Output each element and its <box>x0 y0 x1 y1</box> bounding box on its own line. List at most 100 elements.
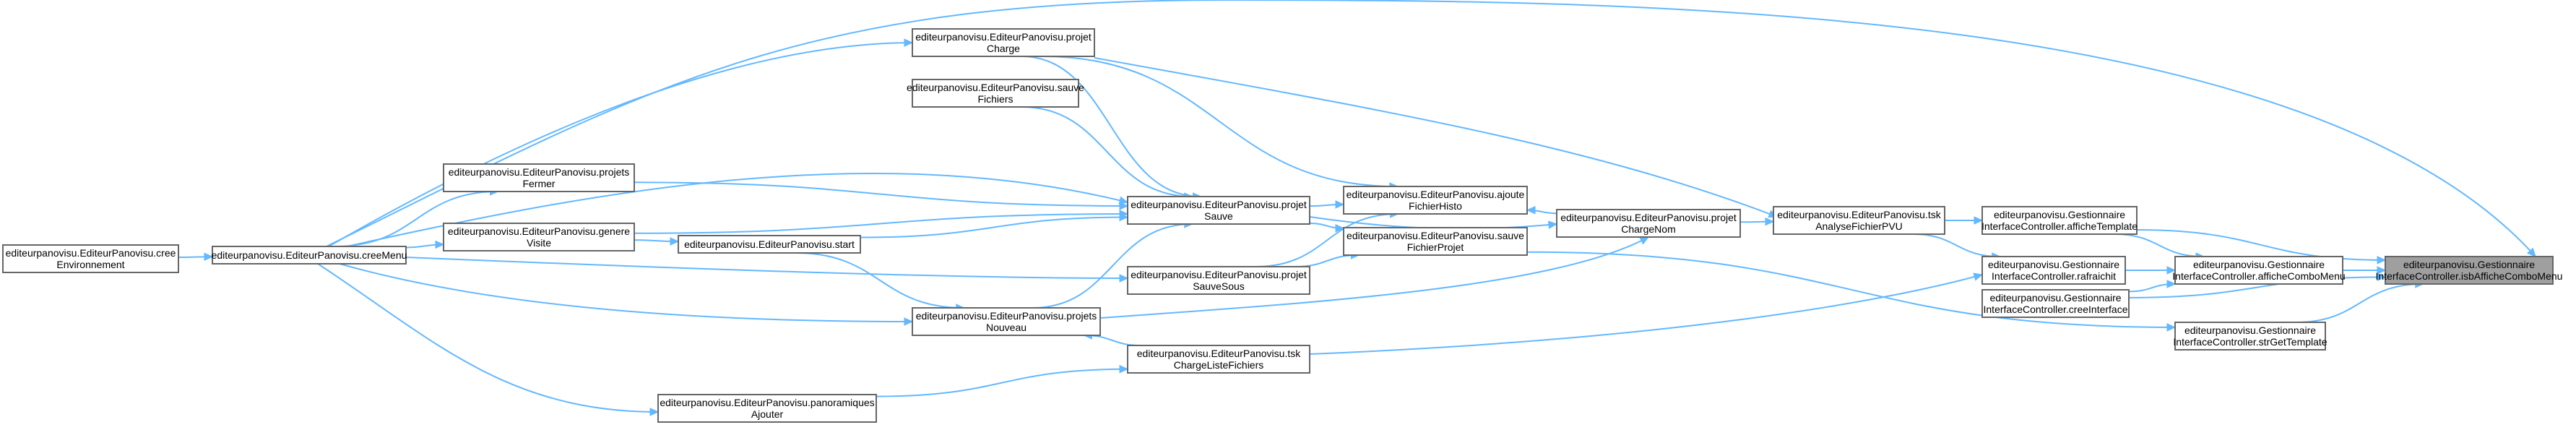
node-genereVisite[interactable]: editeurpanovisu.EditeurPanovisu.genereVi… <box>443 223 635 251</box>
node-label-line: InterfaceController.strGetTemplate <box>2173 336 2327 348</box>
edge-tskChargeListe-to-rafraichit <box>1309 272 1984 355</box>
arrowhead <box>204 252 214 261</box>
node-label-line: AnalyseFichierPVU <box>1815 220 1903 232</box>
node-label-line: editeurpanovisu.EditeurPanovisu.projet <box>1560 212 1737 223</box>
node-label-line: Sauve <box>1204 210 1233 222</box>
node-start[interactable]: editeurpanovisu.EditeurPanovisu.start <box>678 235 861 254</box>
edge-start-to-projetSauve <box>860 212 1129 238</box>
arrowhead <box>649 408 660 416</box>
arrowhead <box>2377 272 2387 282</box>
arrowhead <box>1119 212 1129 222</box>
edge-tskAnalyse-to-afficheTemplate <box>1945 216 1984 225</box>
node-box <box>1981 256 2126 285</box>
node-box <box>2385 256 2554 285</box>
node-sauveFichierProjet[interactable]: editeurpanovisu.EditeurPanovisu.sauveFic… <box>1343 227 1528 256</box>
node-projetSauve[interactable]: editeurpanovisu.EditeurPanovisu.projetSa… <box>1127 196 1310 225</box>
node-label-line: editeurpanovisu.EditeurPanovisu.projet <box>1131 269 1307 280</box>
node-panoramiquesAjouter[interactable]: editeurpanovisu.EditeurPanovisu.panorami… <box>657 394 877 423</box>
node-ajouteFichierHisto[interactable]: editeurpanovisu.EditeurPanovisu.ajouteFi… <box>1343 186 1528 215</box>
node-label-line: Nouveau <box>986 322 1026 333</box>
node-box <box>1127 345 1310 374</box>
node-creeInterface[interactable]: editeurpanovisu.GestionnaireInterfaceCon… <box>1981 289 2130 318</box>
arrowhead <box>1974 216 1984 225</box>
node-creeMenu[interactable]: editeurpanovisu.EditeurPanovisu.creeMenu <box>212 246 407 265</box>
node-projetCharge[interactable]: editeurpanovisu.EditeurPanovisu.projetCh… <box>912 28 1095 57</box>
nodes-layer: editeurpanovisu.GestionnaireInterfaceCon… <box>2 28 2563 423</box>
node-afficheComboMenu[interactable]: editeurpanovisu.GestionnaireInterfaceCon… <box>2172 256 2346 285</box>
node-projetsFermer[interactable]: editeurpanovisu.EditeurPanovisu.projetsF… <box>443 163 635 192</box>
node-box <box>678 235 861 254</box>
arrowhead <box>2377 266 2387 275</box>
node-box <box>912 28 1095 57</box>
node-tskAnalyse[interactable]: editeurpanovisu.EditeurPanovisu.tskAnaly… <box>1773 206 1945 235</box>
node-label-line: FichierProjet <box>1407 241 1464 253</box>
node-box <box>1127 266 1310 295</box>
node-box <box>2174 322 2326 351</box>
arrowhead <box>2526 247 2536 257</box>
node-root[interactable]: editeurpanovisu.GestionnaireInterfaceCon… <box>2376 256 2563 285</box>
node-label-line: Visite <box>527 237 551 249</box>
arrowhead <box>1119 364 1129 374</box>
node-label-line: editeurpanovisu.EditeurPanovisu.projets <box>916 310 1097 322</box>
edge-creeMenu-to-projetsNouveau <box>339 263 914 326</box>
arrowhead <box>1548 220 1558 229</box>
node-label-line: Charge <box>987 43 1020 54</box>
arrowhead <box>1119 274 1129 283</box>
edge-rafraichit-to-afficheComboMenu <box>2125 266 2177 275</box>
node-label-line: FichierHisto <box>1409 200 1462 212</box>
node-box <box>912 307 1101 336</box>
node-label-line: editeurpanovisu.Gestionnaire <box>1988 259 2119 270</box>
node-strGetTemplate[interactable]: editeurpanovisu.GestionnaireInterfaceCon… <box>2173 322 2328 351</box>
node-box <box>2174 256 2343 285</box>
edge-creeMenu-to-root <box>326 0 2536 257</box>
edge-genereVisite-to-start <box>634 237 680 246</box>
node-label-line: editeurpanovisu.EditeurPanovisu.cree <box>6 247 176 259</box>
node-box <box>1981 206 2138 235</box>
node-label-line: ChargeListeFichiers <box>1174 359 1264 371</box>
edge-projetChargeNom-to-tskAnalyse <box>1739 217 1775 226</box>
node-projetChargeNom[interactable]: editeurpanovisu.EditeurPanovisu.projetCh… <box>1556 209 1741 238</box>
node-box <box>443 163 635 192</box>
node-projetSauveSous[interactable]: editeurpanovisu.EditeurPanovisu.projetSa… <box>1127 266 1310 295</box>
arrowhead <box>2166 266 2177 275</box>
edge-sauveFichierProjet-to-strGetTemplate <box>1526 251 2177 332</box>
node-label-line: InterfaceController.rafraichit <box>1992 270 2116 282</box>
edge-genereVisite-to-projetSauve <box>634 210 1129 234</box>
edge-strGetTemplate-to-root <box>2296 280 2424 323</box>
node-box <box>912 79 1079 108</box>
node-box <box>1343 186 1528 215</box>
node-afficheTemplate[interactable]: editeurpanovisu.GestionnaireInterfaceCon… <box>1981 206 2138 235</box>
node-label-line: editeurpanovisu.EditeurPanovisu.projet <box>1131 199 1307 210</box>
node-label-line: editeurpanovisu.Gestionnaire <box>1994 209 2125 220</box>
node-tskChargeListe[interactable]: editeurpanovisu.EditeurPanovisu.tskCharg… <box>1127 345 1310 374</box>
arrowhead <box>1526 205 1536 215</box>
edge-projetsFermer-to-projetSauve <box>634 181 1129 210</box>
node-box <box>212 246 407 265</box>
node-label-line: editeurpanovisu.EditeurPanovisu.creeMenu <box>212 249 407 261</box>
node-box <box>657 394 877 423</box>
node-rafraichit[interactable]: editeurpanovisu.GestionnaireInterfaceCon… <box>1981 256 2126 285</box>
edge-start-to-projetsNouveau <box>795 252 965 312</box>
edge-projetCharge-to-projetSauve <box>1021 56 1202 201</box>
node-box <box>1981 289 2130 318</box>
arrowhead <box>2166 280 2177 288</box>
node-box <box>2 244 179 273</box>
node-label-line: editeurpanovisu.Gestionnaire <box>2184 324 2316 336</box>
node-label-line: editeurpanovisu.EditeurPanovisu.projets <box>449 166 630 178</box>
node-box <box>1556 209 1741 238</box>
node-label-line: editeurpanovisu.Gestionnaire <box>2193 259 2325 270</box>
node-projetsNouveau[interactable]: editeurpanovisu.EditeurPanovisu.projetsN… <box>912 307 1101 336</box>
node-label-line: InterfaceController.isbAfficheComboMenu <box>2376 270 2563 282</box>
node-label-line: editeurpanovisu.Gestionnaire <box>1989 292 2121 304</box>
edge-panoramiquesAjouter-to-tskChargeListe <box>876 364 1129 397</box>
node-box <box>443 223 635 251</box>
node-label-line: editeurpanovisu.EditeurPanovisu.projet <box>915 31 1092 43</box>
node-label-line: Environnement <box>56 259 124 270</box>
node-box <box>1773 206 1945 235</box>
edge-creeMenu-to-projetSauveSous <box>405 257 1129 283</box>
arrowhead <box>1639 236 1650 245</box>
arrowhead <box>1118 196 1129 205</box>
node-creeEnvironnement[interactable]: editeurpanovisu.EditeurPanovisu.creeEnvi… <box>2 244 179 273</box>
node-sauveFichiers[interactable]: editeurpanovisu.EditeurPanovisu.sauveFic… <box>907 79 1084 108</box>
